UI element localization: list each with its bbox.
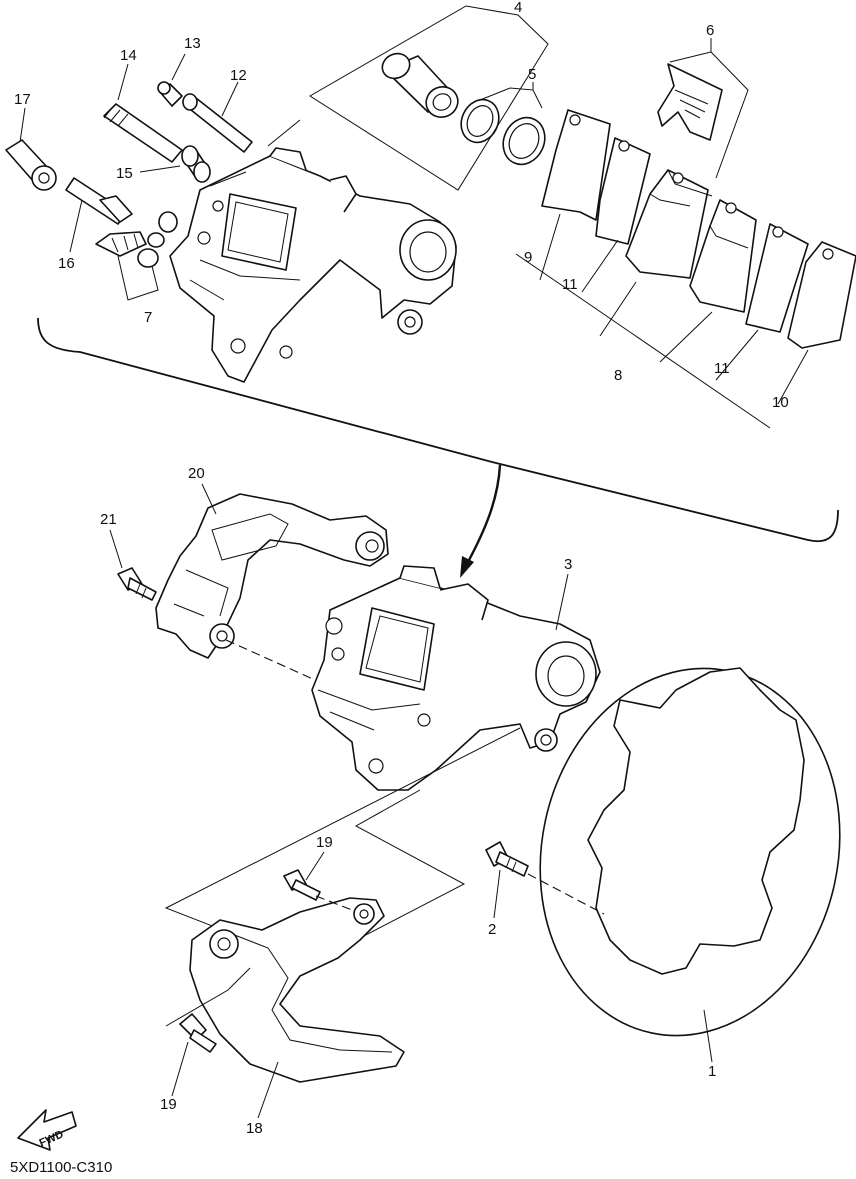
leader-3: [555, 573, 569, 631]
leader-pads: [515, 213, 809, 429]
callout-14: 14: [120, 47, 137, 64]
pad-support-plate-left: [541, 109, 611, 221]
callout-1: 1: [708, 1063, 716, 1080]
leader-12: [221, 81, 239, 117]
caliper-bolt-14: [103, 103, 183, 163]
guard-screw-19-upper: [283, 869, 321, 901]
callout-11b: 11: [714, 360, 730, 377]
leader-5: [479, 82, 543, 109]
group-arrow-line: [466, 464, 502, 563]
piston: [381, 52, 459, 118]
callout-13: 13: [184, 35, 201, 52]
caliper-guard-box: [164, 727, 521, 965]
callout-3: 3: [564, 556, 572, 573]
leader-6: [669, 38, 749, 179]
leader-18: [257, 1061, 279, 1119]
callout-6: 6: [706, 22, 714, 39]
callout-15: 15: [116, 165, 133, 182]
piston-seal: [460, 98, 500, 144]
pad-spring: [657, 63, 723, 141]
callout-7: 7: [144, 309, 152, 326]
caliper-guard: [189, 897, 405, 1083]
leader-17: [19, 107, 26, 143]
callout-16: 16: [58, 255, 75, 272]
callout-5: 5: [528, 66, 536, 83]
union-bolt-16: [65, 177, 133, 225]
pad-pin: [182, 93, 253, 153]
leader-4: [309, 5, 549, 191]
callout-12: 12: [230, 67, 247, 84]
callout-21: 21: [100, 511, 117, 528]
callout-18: 18: [246, 1120, 263, 1137]
leader-1: [703, 1009, 713, 1063]
guard-screw-19-lower: [179, 1013, 217, 1053]
callout-20: 20: [188, 465, 205, 482]
bleed-screw-7: [95, 211, 178, 268]
group-arrow-head: [460, 556, 474, 578]
caliper-upper: [169, 147, 457, 383]
leader-15: [139, 165, 181, 173]
caliper-upper-leader: [209, 119, 301, 187]
callout-11a: 11: [562, 276, 578, 293]
caliper-assembly: [311, 565, 601, 791]
guard-screw-line: [315, 895, 353, 911]
pad-shim-right: [745, 223, 809, 333]
group-bracket: [37, 317, 839, 543]
callout-19-lower: 19: [160, 1096, 177, 1113]
pad-shim-left: [595, 137, 651, 245]
leader-19-lower: [171, 1041, 189, 1097]
leader-13: [171, 53, 186, 81]
leader-19-upper: [305, 851, 325, 881]
guard-screw-box: [165, 967, 251, 1027]
brake-disc: [539, 667, 841, 1037]
leader-20: [201, 483, 217, 515]
drawing-code: 5XD1100-C310: [10, 1159, 112, 1176]
callout-2: 2: [488, 921, 496, 938]
fwd-arrow-icon: FWD: [17, 1109, 77, 1151]
brake-pad-right: [689, 199, 757, 313]
caliper-bracket: [155, 493, 389, 659]
callout-17: 17: [14, 91, 31, 108]
leader-21: [109, 529, 123, 569]
pad-pin-plug: [157, 81, 183, 107]
leader-14: [117, 63, 129, 101]
caliper-sleeve-15: [181, 145, 211, 183]
callout-10: 10: [772, 394, 789, 411]
leader-2: [493, 869, 501, 919]
disc-bolt-line: [527, 873, 605, 915]
brake-pad-left: [625, 169, 713, 279]
callout-4: 4: [514, 0, 522, 16]
leader-16: [69, 199, 83, 253]
callout-9: 9: [524, 249, 532, 266]
callout-8: 8: [614, 367, 622, 384]
bracket-align-line: [225, 639, 325, 685]
bracket-bolt-21: [117, 567, 157, 601]
callout-19-upper: 19: [316, 834, 333, 851]
dust-seal: [502, 116, 546, 166]
pad-support-plate-right: [787, 241, 856, 349]
bushing-17: [5, 139, 57, 191]
disc-bolt-2: [485, 841, 529, 877]
leader-7: [117, 255, 159, 301]
